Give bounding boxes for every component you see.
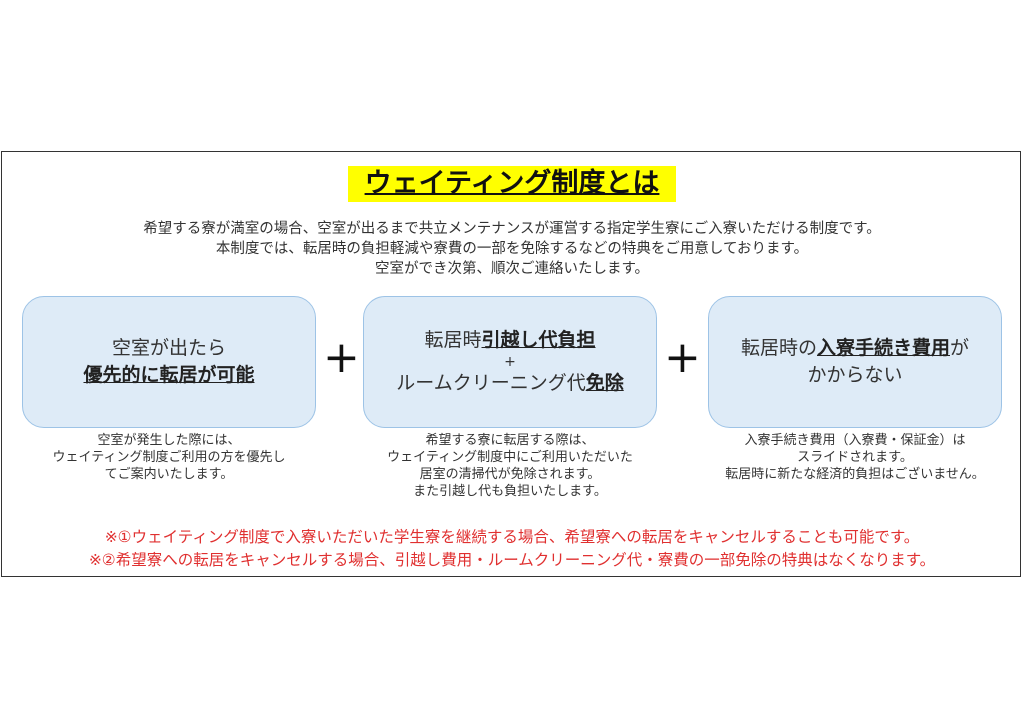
intro-line: 希望する寮が満室の場合、空室が出るまで共立メンテナンスが運営する指定学生寮にご入… bbox=[143, 221, 881, 237]
desc-line: 転居時に新たな経済的負担はございません。 bbox=[725, 467, 985, 482]
desc-line: 空室が発生した際には、 bbox=[97, 433, 241, 448]
desc-line: スライドされます。 bbox=[797, 450, 913, 465]
benefit-box-moving-cost: 転居時引越し代負担 + ルームクリーニング代免除 bbox=[363, 296, 657, 428]
box-text: ルームクリーニング代 bbox=[396, 372, 586, 394]
intro-line: 本制度では、転居時の負担軽減や寮費の一部を免除するなどの特典をご用意しております… bbox=[215, 241, 809, 257]
note-2: ※②希望寮への転居をキャンセルする場合、引越し費用・ルームクリーニング代・寮費の… bbox=[88, 551, 936, 569]
box-text: 転居時の bbox=[740, 337, 817, 359]
description-moving-cost: 希望する寮に転居する際は、 ウェイティング制度中にご利用いただいた 居室の清掃代… bbox=[363, 432, 657, 500]
plus-sign: + bbox=[664, 332, 701, 383]
benefit-box-priority: 空室が出たら 優先的に転居が可能 bbox=[22, 296, 316, 428]
notes: ※①ウェイティング制度で入寮いただいた学生寮を継続する場合、希望寮への転居をキャ… bbox=[0, 526, 1024, 572]
description-priority: 空室が発生した際には、 ウェイティング制度ご利用の方を優先し てご案内いたします… bbox=[22, 432, 316, 483]
desc-line: 希望する寮に転居する際は、 bbox=[425, 433, 595, 448]
box-line: かからない bbox=[807, 364, 903, 386]
description-fees: 入寮手続き費用（入寮費・保証金）は スライドされます。 転居時に新たな経済的負担… bbox=[708, 432, 1002, 483]
box-line: 空室が出たら bbox=[111, 337, 226, 359]
content-frame bbox=[1, 151, 1021, 577]
desc-line: 居室の清掃代が免除されます。 bbox=[419, 467, 601, 482]
intro-text: 希望する寮が満室の場合、空室が出るまで共立メンテナンスが運営する指定学生寮にご入… bbox=[0, 219, 1024, 279]
note-1: ※①ウェイティング制度で入寮いただいた学生寮を継続する場合、希望寮への転居をキャ… bbox=[104, 528, 920, 546]
desc-line: 入寮手続き費用（入寮費・保証金）は bbox=[744, 433, 966, 448]
desc-line: また引越し代も負担いたします。 bbox=[413, 484, 607, 499]
box-text: 転居時 bbox=[424, 329, 482, 351]
desc-line: ウェイティング制度中にご利用いただいた bbox=[387, 450, 633, 465]
box-emphasis: 入寮手続き費用 bbox=[816, 337, 950, 359]
box-emphasis: 引越し代負担 bbox=[481, 329, 596, 351]
benefit-box-fees: 転居時の入寮手続き費用が かからない bbox=[708, 296, 1002, 428]
desc-line: ウェイティング制度ご利用の方を優先し bbox=[52, 450, 286, 465]
page-title-text: ウェイティング制度とは bbox=[364, 168, 660, 199]
box-plus: + bbox=[504, 354, 516, 370]
intro-line: 空室ができ次第、順次ご連絡いたします。 bbox=[374, 261, 650, 277]
plus-sign: + bbox=[323, 332, 360, 383]
box-emphasis: 優先的に転居が可能 bbox=[83, 364, 255, 386]
box-emphasis: 免除 bbox=[585, 372, 624, 394]
box-text: が bbox=[950, 337, 970, 359]
desc-line: てご案内いたします。 bbox=[104, 467, 234, 482]
page-title: ウェイティング制度とは bbox=[348, 166, 676, 202]
